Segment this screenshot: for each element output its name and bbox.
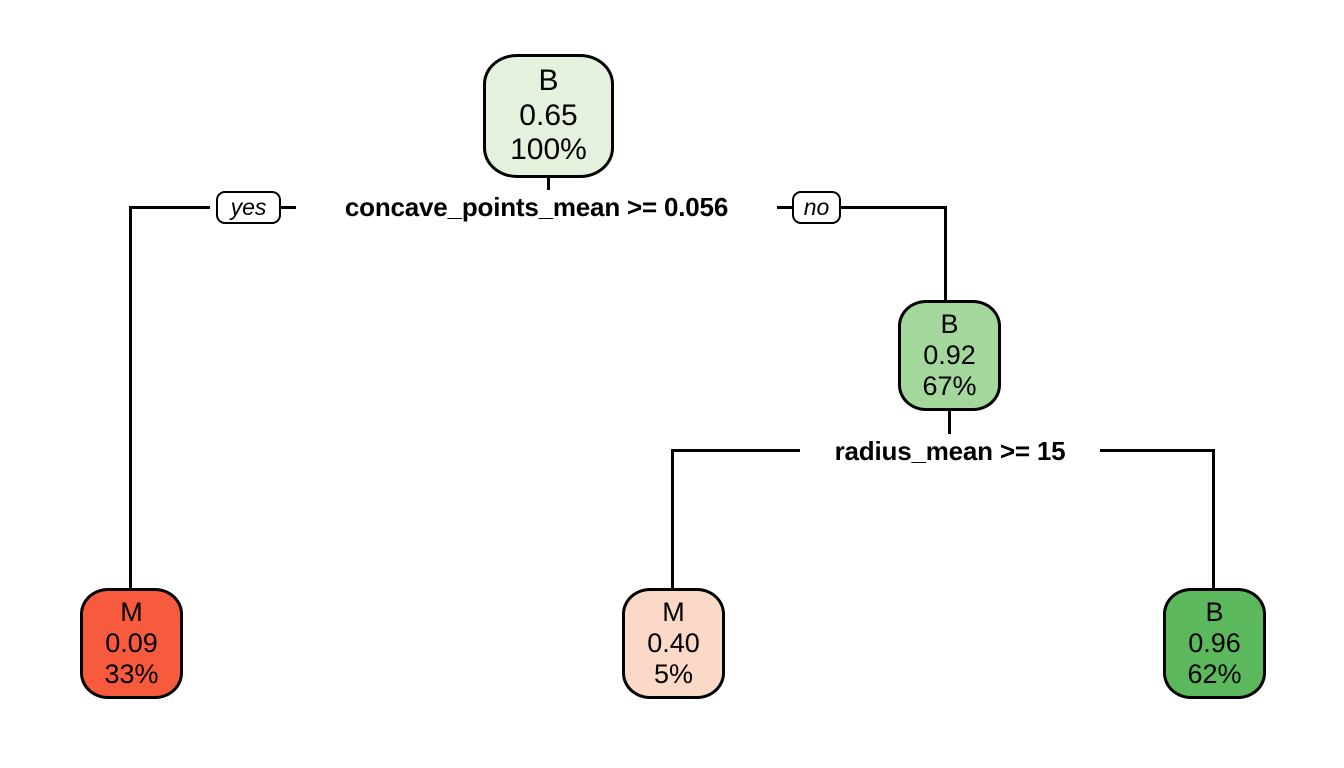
edge-root-to-leaf-m009 (129, 206, 210, 588)
tree-leaf-m-040[interactable]: M 0.40 5% (622, 588, 725, 699)
tree-node-root[interactable]: B 0.65 100% (483, 54, 614, 178)
node-percent: 100% (510, 133, 587, 167)
tree-node-b-092[interactable]: B 0.92 67% (898, 300, 1001, 411)
split-label-concave-points-mean[interactable]: concave_points_mean >= 0.056 (344, 192, 729, 222)
branch-no-box[interactable]: no (792, 191, 841, 224)
node-class-label: M (120, 596, 143, 627)
node-class-label: B (538, 63, 559, 97)
edge-root-to-node-b092 (841, 206, 947, 300)
node-probability: 0.92 (923, 339, 976, 370)
node-class-label: M (662, 596, 685, 627)
node-percent: 67% (922, 371, 977, 402)
node-probability: 0.96 (1188, 627, 1241, 658)
tree-leaf-m-009[interactable]: M 0.09 33% (80, 588, 183, 699)
edge-split2-left-arm (671, 449, 800, 588)
split-label-radius-mean[interactable]: radius_mean >= 15 (834, 436, 1066, 466)
tree-leaf-b-096[interactable]: B 0.96 62% (1163, 588, 1266, 699)
edge-split2-right-arm (1100, 449, 1215, 588)
node-probability: 0.65 (519, 98, 578, 132)
node-probability: 0.40 (647, 627, 700, 658)
node-class-label: B (1205, 596, 1224, 627)
node-class-label: B (940, 308, 959, 339)
node-percent: 5% (653, 659, 694, 690)
branch-yes-box[interactable]: yes (216, 191, 281, 224)
node-percent: 33% (104, 659, 159, 690)
node-probability: 0.09 (105, 627, 158, 658)
node-percent: 62% (1187, 659, 1242, 690)
